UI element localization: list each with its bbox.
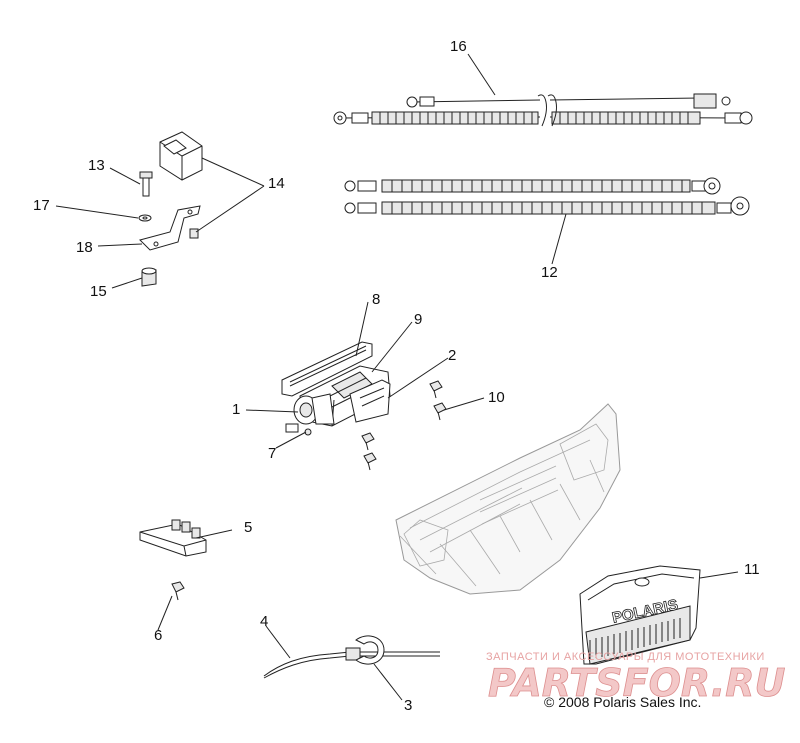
part-6-push-rivet: [171, 581, 185, 601]
front-bumper-ghost: [395, 403, 621, 595]
callout-17: 17: [33, 197, 50, 214]
leader-lines: [55, 53, 739, 701]
callout-6: 6: [154, 627, 162, 644]
part-11-front-panel: [579, 565, 701, 665]
part-2-bracket: [349, 379, 391, 423]
callout-14: 14: [268, 175, 285, 192]
watermark-logo: PARTSFOR.RU: [488, 661, 786, 705]
callout-11: 11: [744, 561, 760, 578]
watermark: ЗАПЧАСТИ И АКСЕССУАРЫ ДЛЯ МОТОТЕХНИКИ PA…: [486, 651, 786, 705]
part-16-battery-cable: [333, 93, 753, 127]
callout-5: 5: [244, 519, 252, 536]
part-5-switch: [139, 519, 207, 557]
callout-1: 1: [232, 401, 240, 418]
part-3-clip: [355, 635, 385, 665]
callout-9: 9: [414, 311, 422, 328]
part-13-bolt: [139, 171, 153, 197]
callout-2: 2: [448, 347, 456, 364]
part-17-washer: [138, 214, 152, 222]
callout-13: 13: [88, 157, 105, 174]
part-12-battery-cables: [344, 177, 750, 216]
callout-16: 16: [450, 38, 467, 55]
part-1-lamp-bulb: [285, 393, 335, 433]
part-10-screws: [361, 380, 447, 471]
callout-7: 7: [268, 445, 276, 462]
copyright-notice: © 2008 Polaris Sales Inc.: [544, 694, 701, 710]
callout-3: 3: [404, 697, 412, 714]
watermark-tagline: ЗАПЧАСТИ И АКСЕССУАРЫ ДЛЯ МОТОТЕХНИКИ: [486, 651, 765, 663]
callout-15: 15: [90, 283, 107, 300]
callout-8: 8: [372, 291, 380, 308]
part-14-screw: [189, 228, 199, 239]
part-4-wire: [263, 647, 440, 679]
callout-12: 12: [541, 264, 558, 281]
part-18-bracket: [139, 205, 201, 251]
callout-4: 4: [260, 613, 268, 630]
part-14-relay: [159, 131, 203, 181]
callout-18: 18: [76, 239, 93, 256]
callout-10: 10: [488, 389, 505, 406]
part-15-spacer: [141, 267, 157, 287]
part-8-mounting-plate: [281, 341, 373, 397]
